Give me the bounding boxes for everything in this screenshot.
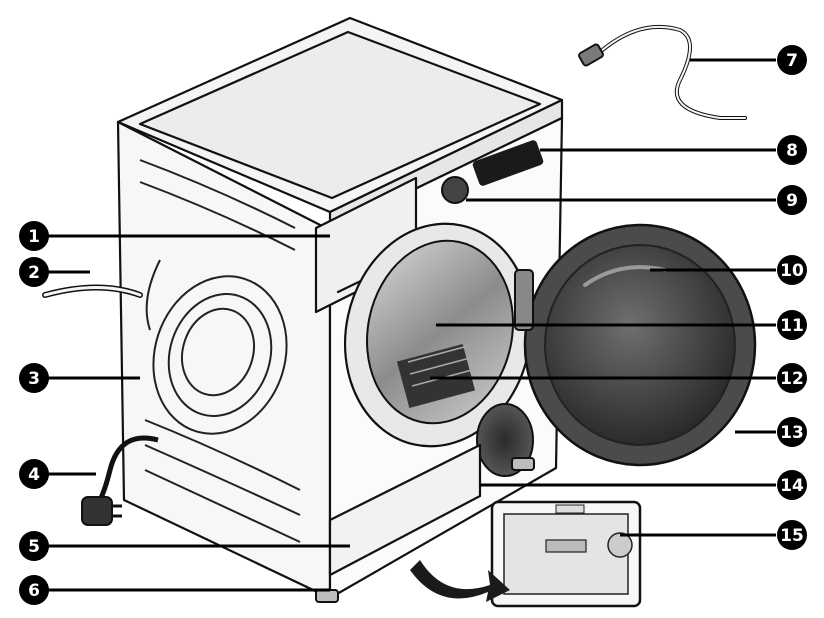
svg-text:12: 12	[780, 369, 804, 389]
svg-text:5: 5	[28, 537, 40, 557]
svg-text:3: 3	[28, 369, 40, 389]
callout-7: 7	[777, 45, 807, 75]
drain-hose-illustration	[578, 24, 747, 120]
door-glass	[544, 244, 736, 446]
svg-text:11: 11	[780, 316, 804, 336]
foot-right	[511, 457, 535, 471]
callout-8: 8	[777, 135, 807, 165]
svg-text:13: 13	[780, 423, 804, 443]
filter-inset	[490, 500, 642, 608]
callout-10: 10	[777, 255, 807, 285]
svg-text:15: 15	[780, 526, 804, 546]
svg-text:7: 7	[786, 51, 798, 71]
svg-text:4: 4	[28, 465, 40, 485]
side-embossing	[139, 159, 301, 543]
callout-13: 13	[777, 417, 807, 447]
callout-11: 11	[777, 310, 807, 340]
svg-text:8: 8	[786, 141, 798, 161]
program-knob	[441, 176, 469, 204]
callout-12: 12	[777, 363, 807, 393]
door-hinge	[514, 269, 534, 331]
svg-text:1: 1	[28, 227, 40, 247]
callout-4: 4	[19, 459, 49, 489]
drum-filter	[396, 344, 476, 408]
foot-left	[315, 589, 339, 603]
callout-2: 2	[19, 257, 49, 287]
callout-5: 5	[19, 531, 49, 561]
leader-lines	[48, 58, 776, 592]
callout-9: 9	[777, 185, 807, 215]
top-panel-inset	[138, 30, 542, 200]
svg-text:14: 14	[780, 476, 804, 496]
inset-arrow	[410, 560, 510, 602]
svg-text:2: 2	[28, 263, 40, 283]
control-display	[472, 140, 544, 186]
rear-hose-illustration	[42, 284, 143, 298]
door-glass-highlight	[583, 265, 667, 287]
svg-text:9: 9	[786, 191, 798, 211]
callout-1: 1	[19, 221, 49, 251]
callout-14: 14	[777, 470, 807, 500]
power-cord-illustration	[81, 435, 159, 526]
callout-3: 3	[19, 363, 49, 393]
svg-text:6: 6	[28, 581, 40, 601]
service-flap	[328, 443, 482, 577]
svg-text:10: 10	[780, 261, 804, 281]
callout-15: 15	[777, 520, 807, 550]
callout-6: 6	[19, 575, 49, 605]
